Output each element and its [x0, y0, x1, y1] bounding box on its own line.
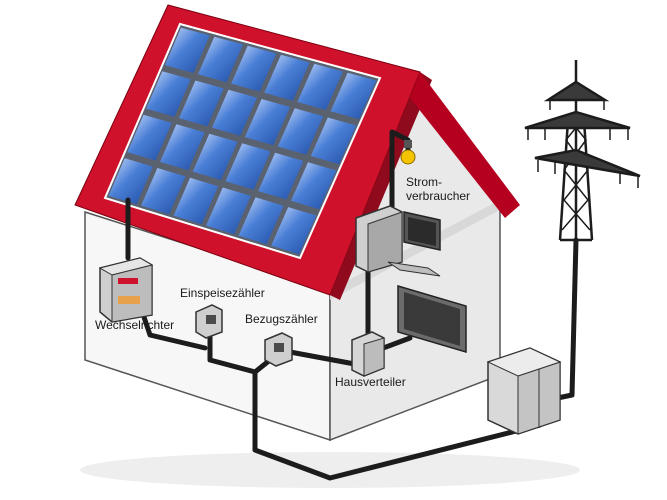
eave-shadow	[330, 200, 500, 300]
solar-cell	[291, 162, 337, 210]
computer-icon	[355, 205, 403, 273]
solar-cell	[258, 152, 304, 200]
light-bulb-icon	[400, 140, 416, 165]
wire-house-to-cabinet	[252, 369, 543, 481]
monitor-icon	[387, 211, 441, 277]
label-consumption-meter: Bezugszähler	[245, 312, 318, 326]
label-consumers-line1: Strom-	[406, 175, 442, 189]
label-inverter: Wechselrichter	[95, 318, 175, 332]
ground-shadow	[80, 452, 580, 488]
solar-cell	[160, 124, 205, 171]
label-distribution: Hausverteiler	[335, 375, 406, 389]
solar-cell	[179, 80, 224, 127]
solar-cell	[212, 89, 257, 136]
solar-cell	[141, 168, 186, 215]
solar-cell	[297, 63, 343, 110]
roof-right-eave	[410, 72, 520, 218]
solar-cell	[330, 72, 377, 120]
label-consumers-line2: verbraucher	[406, 189, 471, 203]
solar-cell	[310, 117, 357, 165]
solar-cell	[231, 45, 277, 92]
solar-cell	[146, 71, 191, 117]
inverter-indicator	[118, 278, 138, 284]
power-pylon-icon	[524, 60, 641, 242]
grid-cabinet-icon	[486, 347, 562, 435]
solar-cell	[244, 99, 291, 146]
solar-cell	[238, 197, 284, 245]
solar-cell	[271, 207, 317, 255]
solar-cell	[206, 187, 251, 235]
solar-cell	[108, 158, 153, 205]
label-feed-meter: Einspeisezähler	[180, 286, 265, 300]
solar-cell	[164, 27, 210, 73]
solar-cell	[173, 177, 219, 225]
wire-feed-to-consumption-meter	[207, 322, 273, 375]
inverter-icon	[98, 257, 154, 323]
solar-cell	[225, 143, 271, 190]
solar-cell	[127, 114, 172, 161]
solar-cell	[198, 36, 243, 83]
solar-panel-icon	[103, 22, 382, 260]
electric-meter-icon	[264, 332, 293, 367]
electric-meter-icon	[195, 304, 223, 339]
solar-cell	[264, 54, 310, 101]
inverter-display	[118, 296, 140, 304]
monitor-icon	[397, 284, 467, 354]
solar-cell	[192, 133, 238, 180]
wire-meter-to-distribution	[287, 349, 363, 368]
solar-cell	[277, 108, 324, 155]
distribution-box-icon	[351, 331, 385, 377]
